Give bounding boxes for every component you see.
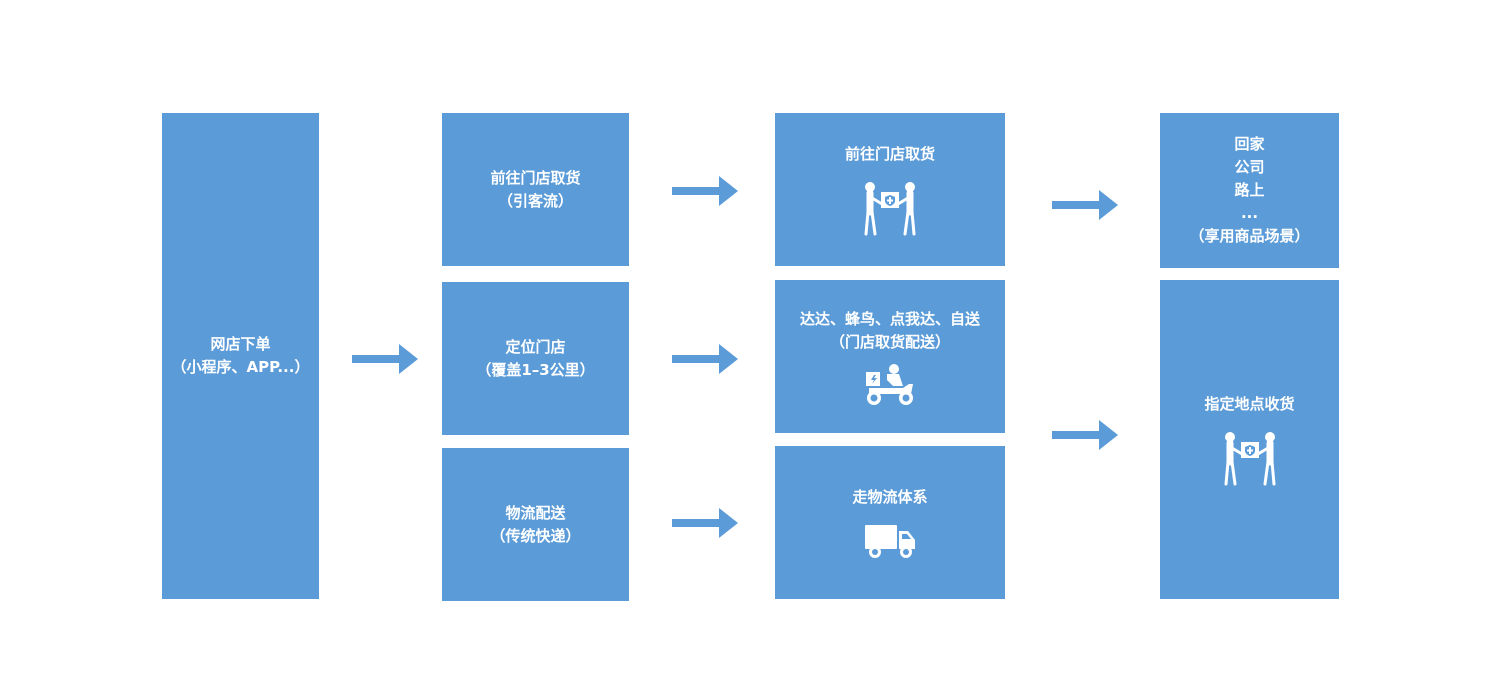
scene-office: 公司: [1234, 158, 1265, 176]
arrow-right-icon: [672, 344, 738, 374]
designated-receipt-box: 指定地点收货: [1160, 280, 1339, 599]
riders-delivery-box: 达达、蜂鸟、点我达、自送 （门店取货配送）: [775, 280, 1005, 433]
delivery-scooter-icon: [866, 363, 913, 405]
go-store-pickup-box: 前往门店取货: [775, 113, 1005, 266]
riders-delivery-title: 达达、蜂鸟、点我达、自送: [799, 309, 980, 328]
store-pickup-subtitle: （引客流）: [497, 191, 573, 210]
arrow-right-icon: [1052, 190, 1118, 220]
logistics-delivery-title: 物流配送: [505, 503, 566, 522]
go-store-pickup-title: 前往门店取货: [844, 145, 935, 163]
scene-home: 回家: [1234, 135, 1265, 153]
riders-delivery-subtitle: （门店取货配送）: [829, 332, 950, 351]
locate-store-subtitle: （覆盖1–3公里）: [476, 360, 595, 379]
logistics-delivery-box: 物流配送 （传统快递）: [442, 448, 629, 601]
usage-scenes-caption: （享用商品场景）: [1189, 227, 1310, 245]
logistics-system-box: 走物流体系: [775, 446, 1005, 599]
locate-store-title: 定位门店: [505, 337, 566, 356]
online-order-box: 网店下单 （小程序、APP...）: [162, 113, 319, 599]
designated-receipt-title: 指定地点收货: [1204, 395, 1295, 413]
logistics-system-title: 走物流体系: [852, 488, 928, 506]
handover-icon: [864, 182, 916, 236]
scene-on-the-road: 路上: [1234, 181, 1265, 199]
locate-store-box: 定位门店 （覆盖1–3公里）: [442, 282, 629, 435]
online-order-title: 网店下单: [210, 335, 271, 353]
arrow-right-icon: [1052, 420, 1118, 450]
usage-scenes-box: 回家 公司 路上 ... （享用商品场景）: [1160, 113, 1339, 268]
store-pickup-title: 前往门店取货: [490, 168, 581, 187]
scene-ellipsis: ...: [1240, 204, 1259, 222]
arrow-right-icon: [672, 176, 738, 206]
store-pickup-box: 前往门店取货 （引客流）: [442, 113, 629, 266]
handover-icon: [1224, 432, 1275, 486]
arrow-right-icon: [672, 508, 738, 538]
online-order-subtitle: （小程序、APP...）: [171, 358, 310, 376]
arrow-right-icon: [352, 344, 418, 374]
truck-icon: [865, 525, 915, 558]
logistics-delivery-subtitle: （传统快递）: [490, 526, 581, 545]
